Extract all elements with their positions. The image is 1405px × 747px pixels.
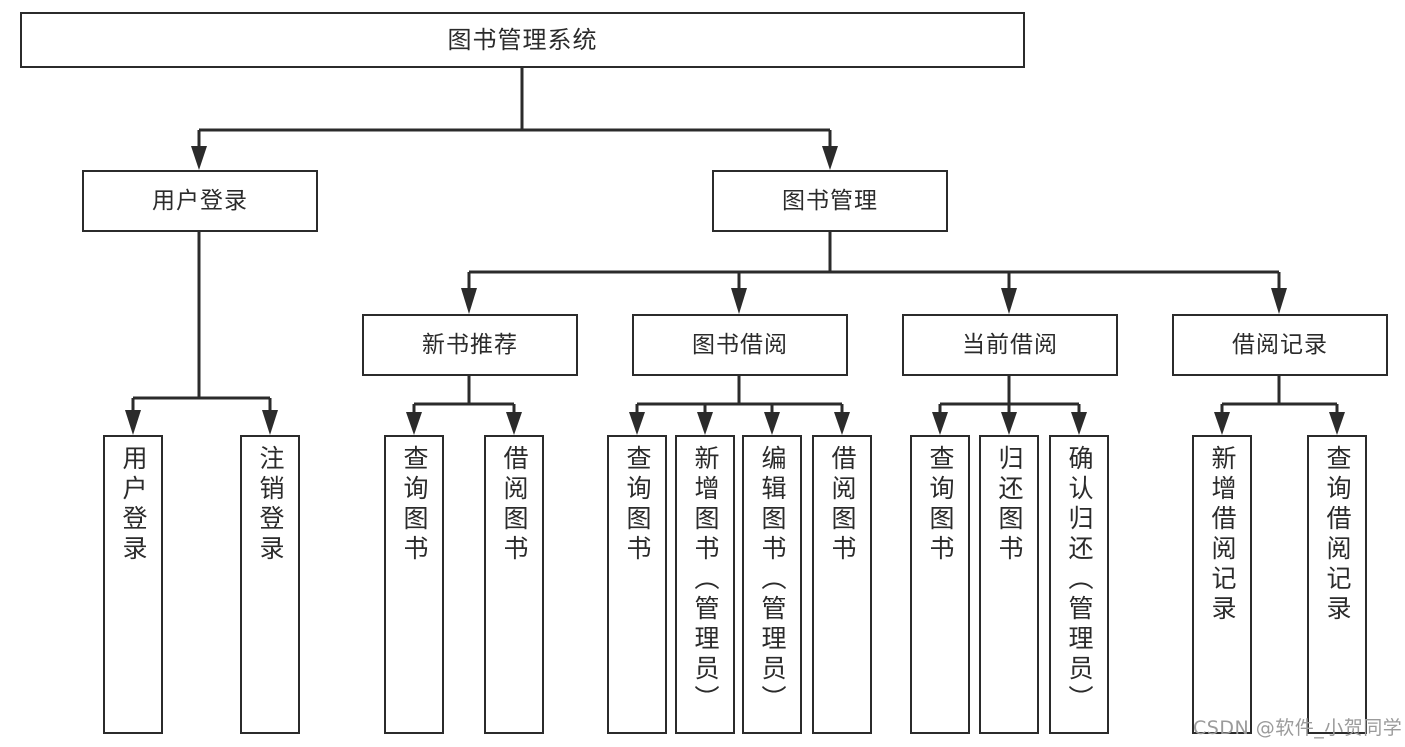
arrow-current-leaf-3 [1071,412,1087,435]
arrow-borrow-leaf-1 [629,412,645,435]
leaf-user-login-signout-label: 注销登录 [256,445,285,565]
leaf-current-query-book[interactable]: 查询图书 [910,435,970,734]
arrow-current-leaf-2 [1001,412,1017,435]
arrow-newbook-leaf-2 [506,412,522,435]
leaf-user-login-signin[interactable]: 用户登录 [103,435,163,734]
leaf-borrow-query-book[interactable]: 查询图书 [607,435,667,734]
arrow-bookmgmt-to-current [1001,288,1017,314]
leaf-new-book-borrow[interactable]: 借阅图书 [484,435,544,734]
arrow-bookmgmt-to-borrow [731,288,747,314]
node-user-login[interactable]: 用户登录 [82,170,318,232]
arrow-userlogin-leaf-2 [262,410,278,435]
leaf-current-return-book-label: 归还图书 [995,445,1024,565]
leaf-current-confirm-return-admin-label: 确认归还（管理员） [1065,445,1094,715]
leaf-new-book-query-label: 查询图书 [400,445,429,565]
leaf-borrow-add-book-admin[interactable]: 新增图书（管理员） [675,435,735,734]
arrow-records-leaf-2 [1329,412,1345,435]
node-book-management[interactable]: 图书管理 [712,170,948,232]
arrow-borrow-leaf-2 [697,412,713,435]
arrow-root-to-user-login [191,146,207,170]
node-borrow-records[interactable]: 借阅记录 [1172,314,1388,376]
leaf-records-add-record[interactable]: 新增借阅记录 [1192,435,1252,734]
csdn-watermark: CSDN @软件_小贺同学 [1193,717,1403,739]
arrow-records-leaf-1 [1214,412,1230,435]
arrow-bookmgmt-to-records [1271,288,1287,314]
leaf-borrow-add-book-admin-label: 新增图书（管理员） [691,445,720,715]
leaf-records-add-record-label: 新增借阅记录 [1208,445,1237,625]
node-current-borrow[interactable]: 当前借阅 [902,314,1118,376]
node-new-book-recommend[interactable]: 新书推荐 [362,314,578,376]
node-borrow-records-label: 借阅记录 [1232,331,1328,358]
leaf-current-return-book[interactable]: 归还图书 [979,435,1039,734]
arrow-newbook-leaf-1 [406,412,422,435]
leaf-borrow-borrow-book-label: 借阅图书 [828,445,857,565]
leaf-borrow-borrow-book[interactable]: 借阅图书 [812,435,872,734]
node-book-borrow-label: 图书借阅 [692,331,788,358]
node-new-book-recommend-label: 新书推荐 [422,331,518,358]
node-user-login-label: 用户登录 [152,187,248,214]
node-root-system[interactable]: 图书管理系统 [20,12,1025,68]
node-book-borrow[interactable]: 图书借阅 [632,314,848,376]
leaf-records-query-record-label: 查询借阅记录 [1323,445,1352,625]
arrow-root-to-book-mgmt [822,146,838,170]
node-book-management-label: 图书管理 [782,187,878,214]
leaf-new-book-borrow-label: 借阅图书 [500,445,529,565]
arrow-current-leaf-1 [932,412,948,435]
leaf-records-query-record[interactable]: 查询借阅记录 [1307,435,1367,734]
node-current-borrow-label: 当前借阅 [962,331,1058,358]
leaf-new-book-query[interactable]: 查询图书 [384,435,444,734]
leaf-borrow-edit-book-admin[interactable]: 编辑图书（管理员） [742,435,802,734]
leaf-borrow-edit-book-admin-label: 编辑图书（管理员） [758,445,787,715]
leaf-user-login-signin-label: 用户登录 [119,445,148,565]
leaf-current-confirm-return-admin[interactable]: 确认归还（管理员） [1049,435,1109,734]
arrow-borrow-leaf-3 [764,412,780,435]
arrow-userlogin-leaf-1 [125,410,141,435]
leaf-current-query-book-label: 查询图书 [926,445,955,565]
leaf-borrow-query-book-label: 查询图书 [623,445,652,565]
node-root-system-label: 图书管理系统 [447,26,598,54]
arrow-borrow-leaf-4 [834,412,850,435]
arrow-bookmgmt-to-new-book [461,288,477,314]
leaf-user-login-signout[interactable]: 注销登录 [240,435,300,734]
